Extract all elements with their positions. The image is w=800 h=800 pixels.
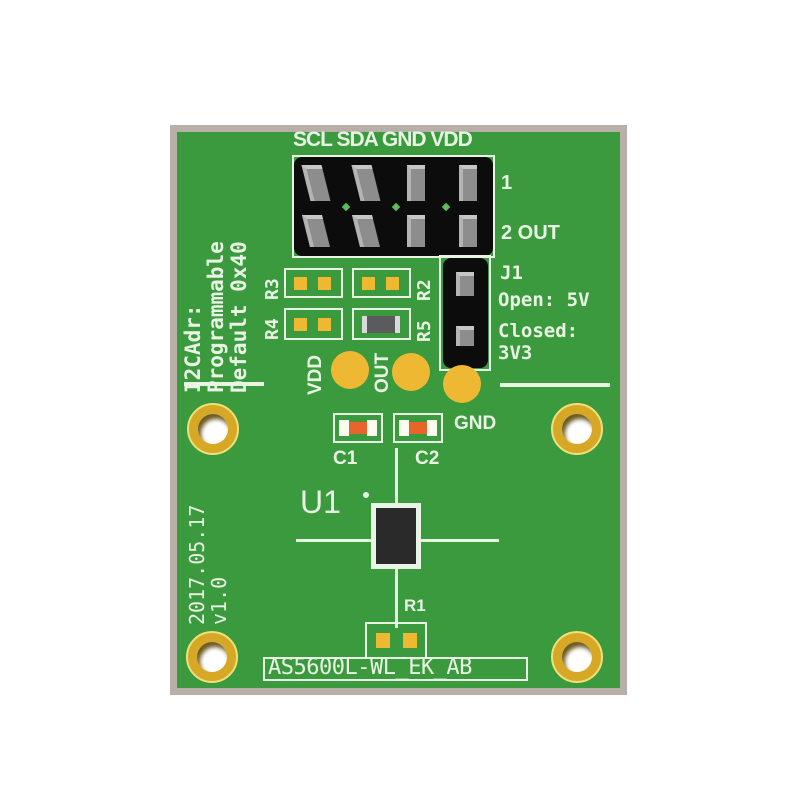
via bbox=[441, 202, 451, 212]
j1-ref-label: J1 bbox=[500, 262, 523, 284]
pin-label-sda: SDA bbox=[336, 128, 378, 151]
jumper-pin bbox=[456, 326, 474, 346]
c2-capacitor[interactable] bbox=[409, 422, 427, 434]
r1-pad bbox=[376, 633, 390, 648]
c2-footprint bbox=[393, 413, 443, 443]
via bbox=[341, 202, 351, 212]
j1-closed-label: Closed: bbox=[498, 320, 579, 342]
header-pin bbox=[459, 215, 477, 247]
r3-footprint bbox=[284, 268, 343, 298]
r4-pad bbox=[318, 318, 331, 331]
date-version: 2017.05.17 v1.0 bbox=[185, 504, 231, 625]
header-pin bbox=[302, 215, 330, 247]
pin-label-scl: SCL bbox=[293, 128, 333, 151]
c1-capacitor[interactable] bbox=[349, 422, 367, 434]
board-date: 2017.05.17 bbox=[185, 504, 209, 625]
hole-icon bbox=[562, 414, 592, 444]
header-pin bbox=[407, 215, 425, 247]
r3-pad bbox=[318, 277, 331, 290]
r4-footprint bbox=[284, 308, 343, 340]
c1-label: C1 bbox=[333, 448, 358, 469]
c1-terminal bbox=[367, 420, 377, 436]
part-number-label: AS5600L-WL_EK_AB bbox=[268, 655, 472, 680]
c1-footprint bbox=[333, 413, 383, 443]
out-pad-label: OUT bbox=[372, 352, 393, 393]
r2-label: R2 bbox=[414, 279, 435, 301]
i2c-note-line1: I2CAdr: bbox=[181, 304, 205, 393]
r2-pad bbox=[362, 277, 375, 290]
pin-header-2x4[interactable] bbox=[294, 157, 493, 256]
header-pin bbox=[301, 165, 331, 201]
hole-icon bbox=[198, 414, 228, 444]
hole-icon bbox=[562, 642, 592, 672]
u1-label: U1 bbox=[300, 484, 341, 520]
header-row1-label: 1 bbox=[501, 172, 513, 194]
board-version: v1.0 bbox=[207, 576, 231, 625]
u1-chip[interactable] bbox=[371, 503, 421, 569]
r1-footprint bbox=[365, 622, 427, 657]
u1-pin1-dot bbox=[363, 492, 369, 498]
header-row2-label: 2 OUT bbox=[501, 222, 560, 244]
part-number-box bbox=[263, 657, 528, 681]
pin-label-gnd: GND bbox=[381, 128, 427, 151]
header-pin bbox=[352, 215, 380, 247]
j1-closed-value: 3V3 bbox=[498, 342, 533, 364]
header-pin-labels: SCL SDA GND VDD bbox=[293, 128, 473, 152]
r1-pad bbox=[403, 633, 417, 648]
r5-label: R5 bbox=[414, 320, 435, 342]
i2c-address-note: I2CAdr: Programmable Default 0x40 bbox=[181, 241, 251, 393]
r4-label: R4 bbox=[262, 318, 283, 340]
c2-label: C2 bbox=[415, 448, 440, 469]
c1-terminal bbox=[339, 420, 349, 436]
mounting-hole-bottom-right bbox=[551, 631, 603, 683]
header-pin bbox=[407, 165, 425, 201]
vdd-test-pad[interactable] bbox=[331, 351, 369, 389]
out-test-pad[interactable] bbox=[392, 353, 430, 391]
via bbox=[391, 202, 401, 212]
jumper-pin bbox=[456, 272, 474, 296]
r2-footprint bbox=[352, 268, 411, 298]
r3-label: R3 bbox=[262, 278, 283, 300]
c2-terminal bbox=[427, 420, 437, 436]
hole-icon bbox=[197, 642, 227, 672]
r3-pad bbox=[294, 277, 307, 290]
vdd-pad-label: VDD bbox=[305, 354, 326, 395]
gnd-test-pad[interactable] bbox=[443, 365, 481, 403]
silk-divider-right bbox=[500, 383, 610, 387]
gnd-pad-label: GND bbox=[454, 413, 497, 434]
pin-label-vdd: VDD bbox=[430, 128, 472, 151]
silk-divider-left bbox=[184, 382, 264, 386]
r5-terminal bbox=[395, 316, 400, 333]
header-pin bbox=[351, 165, 381, 201]
r1-label: R1 bbox=[404, 596, 426, 615]
header-outline bbox=[292, 155, 495, 258]
c2-terminal bbox=[399, 420, 409, 436]
j1-open-label: Open: 5V bbox=[498, 289, 590, 311]
i2c-note-line2: Programmable bbox=[204, 241, 228, 393]
r4-pad bbox=[294, 318, 307, 331]
r2-pad bbox=[386, 277, 399, 290]
mounting-hole-top-left bbox=[187, 403, 239, 455]
r5-terminal bbox=[362, 316, 367, 333]
i2c-note-line3: Default 0x40 bbox=[227, 241, 251, 393]
header-pin bbox=[459, 165, 477, 201]
mounting-hole-bottom-left bbox=[186, 631, 238, 683]
jumper-j1[interactable] bbox=[443, 258, 488, 368]
r5-footprint bbox=[352, 308, 411, 340]
mounting-hole-top-right bbox=[551, 403, 603, 455]
r5-resistor[interactable] bbox=[367, 316, 395, 333]
